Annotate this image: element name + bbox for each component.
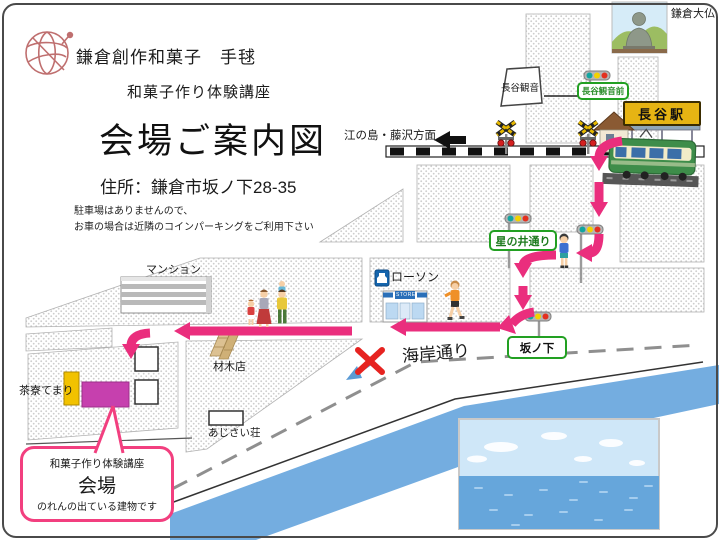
ajisai-so-label: あじさい荘 bbox=[208, 427, 261, 439]
callout-line1: 和菓子作り体験講座 bbox=[49, 457, 145, 470]
parking-note-line2: お車の場合は近隣のコインパーキングをご利用下さい bbox=[74, 222, 314, 233]
sea-photo bbox=[458, 418, 660, 530]
course-subtitle: 和菓子作り体験講座 bbox=[127, 84, 272, 101]
sakanoshita-sign: 坂ノ下 bbox=[507, 336, 567, 359]
callout-tail bbox=[93, 405, 125, 454]
hase-kannon-mae-sign: 長谷観音前 bbox=[577, 82, 629, 100]
enoshima-direction-label: 江の島・藤沢方面 bbox=[344, 130, 436, 142]
pedestrian-jogger-icon bbox=[444, 280, 465, 320]
buddha-statue-image bbox=[611, 1, 668, 54]
lumber-store-label: 材木店 bbox=[213, 361, 246, 373]
route-arrows bbox=[122, 136, 623, 359]
pedestrian-family-icon bbox=[247, 281, 287, 327]
venue-building bbox=[81, 381, 130, 408]
direction-arrow-west bbox=[434, 131, 466, 149]
water-ribbon bbox=[170, 365, 719, 540]
venue-callout: 和菓子作り体験講座 会場 のれんの出ている建物です bbox=[20, 446, 174, 522]
callout-line2: 会場 bbox=[77, 475, 116, 497]
enoden-train-icon bbox=[602, 128, 699, 188]
hase-kannon-label: 長谷観音 bbox=[501, 83, 540, 94]
lawson-label: ローソン bbox=[391, 270, 440, 284]
page-title: 会場ご案内図 bbox=[99, 122, 328, 161]
temari-logo-icon bbox=[25, 31, 74, 75]
hase-kannon-building bbox=[500, 66, 543, 107]
tea-house-label: 茶寮てまり bbox=[19, 385, 74, 397]
tea-house-building bbox=[63, 371, 80, 406]
lawson-store-sign: STORE bbox=[396, 292, 416, 298]
red-x-icon bbox=[355, 347, 385, 375]
pedestrian-boy-icon bbox=[559, 233, 569, 268]
mansion-label: マンション bbox=[146, 264, 201, 276]
daibutsu-label: 鎌倉大仏 bbox=[671, 8, 715, 20]
hase-station-sign: 長谷駅 bbox=[623, 101, 701, 126]
ajisai-so-building bbox=[208, 410, 244, 426]
traffic-light-icon bbox=[576, 224, 604, 283]
callout-line3: のれんの出ている建物です bbox=[37, 501, 157, 513]
no-entry-marker bbox=[346, 347, 385, 380]
brand-title: 鎌倉創作和菓子 手毬 bbox=[76, 48, 256, 67]
small-building bbox=[134, 346, 159, 372]
kaigan-road-centerline bbox=[171, 343, 701, 491]
mansion-building-icon bbox=[120, 276, 212, 314]
kaigan-road-edge bbox=[159, 361, 704, 508]
traffic-light-icon bbox=[524, 311, 552, 338]
small-building bbox=[134, 379, 159, 405]
parking-note-line1: 駐車場はありませんので、 bbox=[74, 206, 194, 217]
venue-address: 住所：鎌倉市坂ノ下28-35 bbox=[100, 178, 297, 197]
hoshinoi-street-sign: 星の井通り bbox=[489, 230, 557, 251]
